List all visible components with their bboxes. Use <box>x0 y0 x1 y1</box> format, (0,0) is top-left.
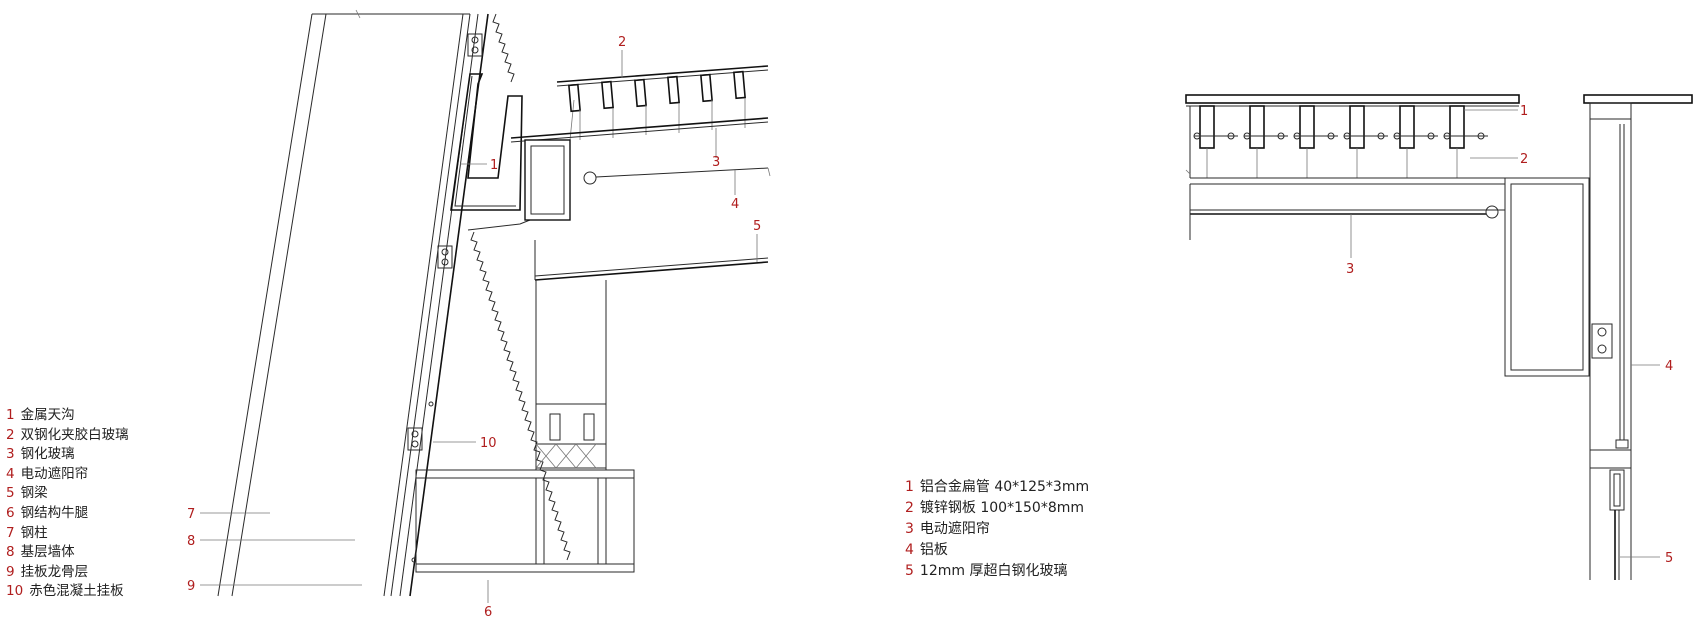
legend-num: 7 <box>6 524 15 541</box>
legend-left-item-7: 7 钢柱 <box>6 524 129 544</box>
callout-left-4: 4 <box>731 197 739 212</box>
legend-num: 2 <box>6 426 15 443</box>
legend-right-item-1: 1 铝合金扁管 40*125*3mm <box>905 477 1089 498</box>
callout-left-10: 10 <box>480 436 497 451</box>
legend-num: 6 <box>6 504 15 521</box>
legend-label: 铝合金扁管 40*125*3mm <box>919 479 1090 495</box>
right-callouts: 1 2 3 4 5 <box>1346 104 1673 566</box>
legend-num: 9 <box>6 563 15 580</box>
legend-num: 4 <box>905 542 914 558</box>
legend-left-item-1: 1 金属天沟 <box>6 406 129 426</box>
legend-label: 钢梁 <box>20 485 48 502</box>
legend-num: 3 <box>6 446 15 463</box>
legend-right-item-2: 2 镀锌钢板 100*150*8mm <box>905 498 1089 519</box>
legend-label: 镀锌钢板 100*150*8mm <box>919 500 1084 516</box>
legend-num: 4 <box>6 465 15 482</box>
legend-label: 挂板龙骨层 <box>20 563 89 580</box>
callout-left-1: 1 <box>490 158 498 173</box>
legend-left-item-6: 6 钢结构牛腿 <box>6 504 129 524</box>
legend-left-item-9: 9 挂板龙骨层 <box>6 563 129 583</box>
glass-fins <box>568 70 746 113</box>
legend-num: 10 <box>6 583 24 600</box>
legend-label: 金属天沟 <box>20 407 75 423</box>
callout-left-7: 7 <box>187 507 195 522</box>
legend-right-item-3: 3 电动遮阳帘 <box>905 519 1089 540</box>
callout-left-3: 3 <box>712 155 720 170</box>
legend-label: 双钢化夹胶白玻璃 <box>20 426 129 443</box>
left-callouts: 1 2 3 4 5 6 7 8 9 10 <box>187 35 761 620</box>
legend-num: 8 <box>6 544 15 561</box>
callout-right-1: 1 <box>1520 104 1528 119</box>
legend-right-item-5: 5 12mm 厚超白钢化玻璃 <box>905 561 1089 582</box>
legend-num: 2 <box>905 500 914 516</box>
legend-left-item-4: 4 电动遮阳帘 <box>6 465 129 485</box>
callout-right-3: 3 <box>1346 262 1354 277</box>
legend-right-item-4: 4 铝板 <box>905 540 1089 561</box>
legend-label: 电动遮阳帘 <box>919 521 990 537</box>
callout-right-2: 2 <box>1520 152 1528 167</box>
legend-label: 钢结构牛腿 <box>20 504 89 521</box>
legend-label: 电动遮阳帘 <box>20 465 89 482</box>
aluminium-tubes <box>1199 105 1465 149</box>
legend-label: 铝板 <box>919 542 948 558</box>
legend-num: 1 <box>905 479 914 495</box>
legend-num: 5 <box>905 563 914 579</box>
legend-label: 钢化玻璃 <box>20 446 75 463</box>
callout-left-8: 8 <box>187 534 195 549</box>
callout-right-5: 5 <box>1665 551 1673 566</box>
legend-label: 赤色混凝土挂板 <box>29 583 124 600</box>
legend-label: 钢柱 <box>20 524 48 541</box>
legend-left-item-8: 8 基层墙体 <box>6 543 129 563</box>
legend-num: 3 <box>905 521 914 537</box>
callout-left-5: 5 <box>753 219 761 234</box>
callout-left-6: 6 <box>484 605 492 620</box>
legend-right: 1 铝合金扁管 40*125*3mm 2 镀锌钢板 100*150*8mm 3 电动遮… <box>905 477 1089 582</box>
legend-left-item-5: 5 钢梁 <box>6 484 129 504</box>
callout-left-2: 2 <box>618 35 626 50</box>
left-detail <box>200 9 771 603</box>
legend-label: 12mm 厚超白钢化玻璃 <box>919 563 1068 579</box>
legend-num: 1 <box>6 407 15 423</box>
legend-left-item-3: 3 钢化玻璃 <box>6 445 129 465</box>
legend-num: 5 <box>6 485 15 502</box>
callout-left-9: 9 <box>187 579 195 594</box>
legend-left-item-2: 2 双钢化夹胶白玻璃 <box>6 426 129 446</box>
legend-label: 基层墙体 <box>20 544 75 561</box>
callout-right-4: 4 <box>1665 359 1673 374</box>
right-detail <box>1185 94 1693 580</box>
legend-left-item-10: 10 赤色混凝土挂板 <box>6 582 129 602</box>
